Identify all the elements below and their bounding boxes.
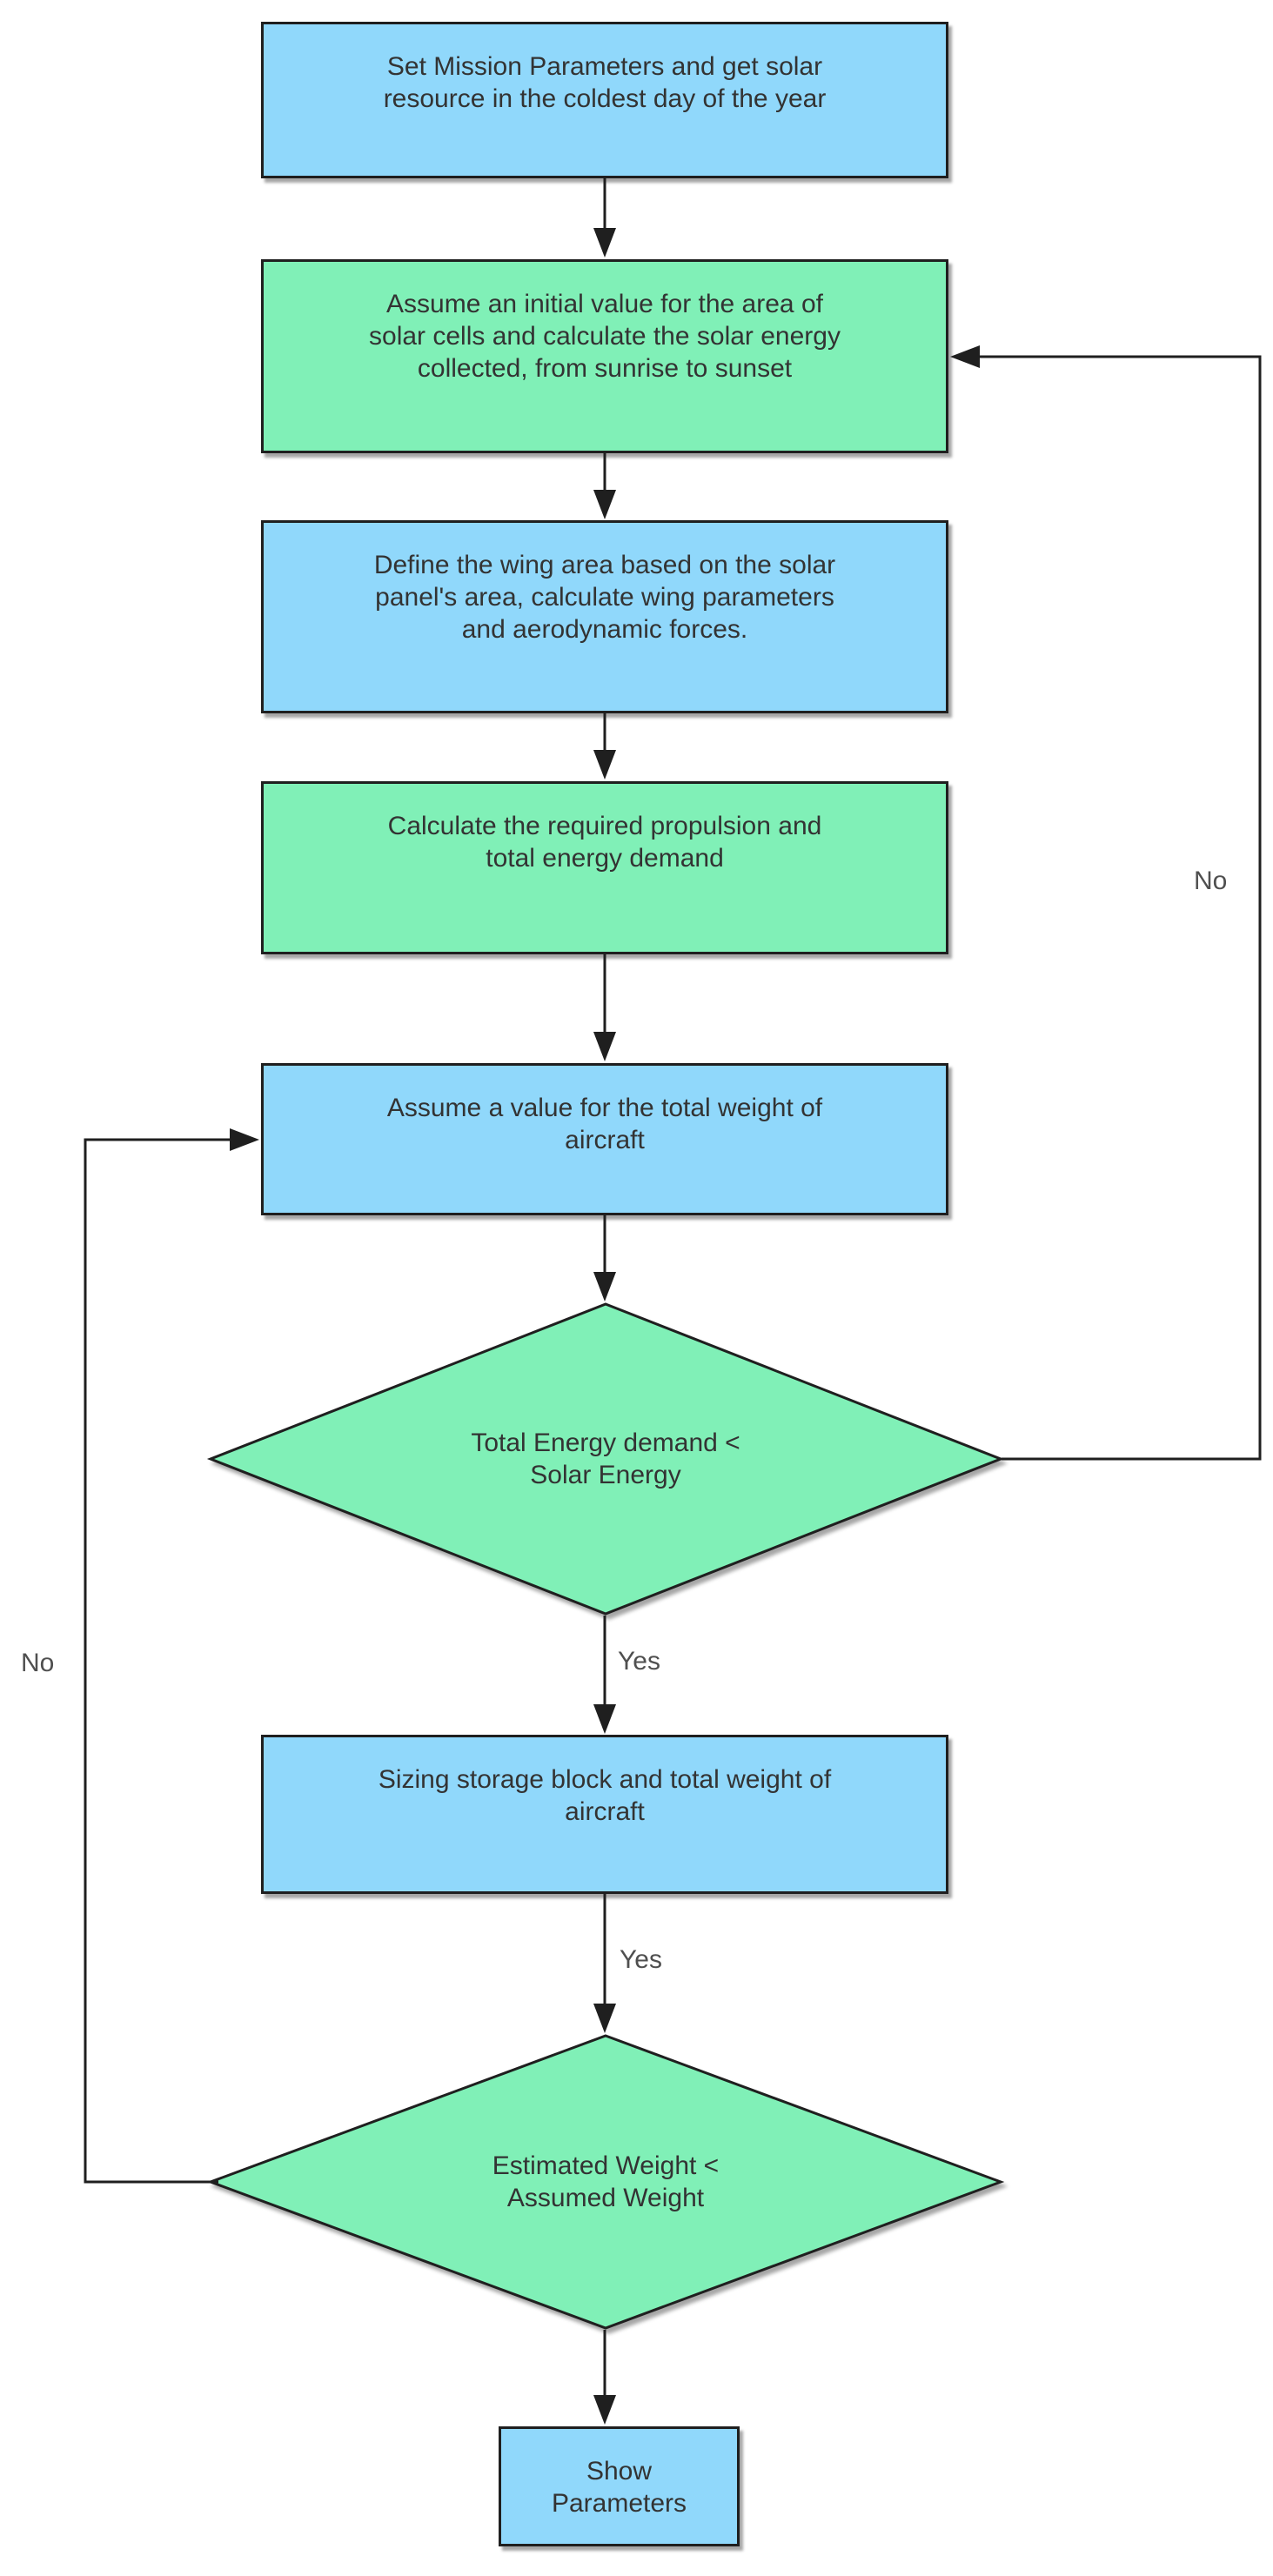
decision-energy-check-label: Total Energy demand < Solar Energy: [471, 1429, 740, 1489]
connector-weight-to-energy-check: [593, 1215, 616, 1301]
process-define-wing: Define the wing area based on the solar …: [261, 520, 948, 713]
connector-solar-to-wing: [593, 453, 616, 519]
connector-mission-to-solar: [593, 178, 616, 258]
arrowhead-down: [593, 1704, 616, 1734]
connector-energy-no-loop: [950, 345, 1262, 1461]
decision-weight-check-shape: [206, 2034, 1005, 2330]
connector-propulsion-to-weight: [593, 954, 616, 1061]
arrowhead-down: [593, 750, 616, 779]
connector-weight-check-to-show: [593, 2330, 616, 2425]
diamond-shape: [206, 2034, 1005, 2330]
process-sizing-storage: Sizing storage block and total weight of…: [261, 1735, 948, 1894]
arrowhead-left: [950, 345, 980, 368]
decision-energy-check: Total Energy demand < Solar Energy: [206, 1302, 1005, 1616]
process-assume-solar-area-label: Assume an initial value for the area of …: [369, 290, 841, 383]
arrowhead-down: [593, 228, 616, 258]
edge-label-energy-yes: Yes: [618, 1647, 660, 1676]
edge-label-storage-yes: Yes: [620, 1945, 662, 1974]
process-define-wing-label: Define the wing area based on the solar …: [373, 551, 836, 644]
decision-weight-check: Estimated Weight < Assumed Weight: [206, 2034, 1005, 2330]
decision-energy-check-shape: [206, 1302, 1005, 1616]
edge-label-energy-no: No: [1194, 866, 1228, 895]
arrowhead-down: [593, 490, 616, 519]
arrowhead-down: [593, 2395, 616, 2425]
connector-sizing-to-weight-check: [593, 1894, 616, 2033]
diamond-shape: [206, 1302, 1005, 1616]
arrowhead-down: [593, 2004, 616, 2033]
process-assume-weight-label: Assume a value for the total weight of a…: [386, 1094, 823, 1154]
process-show-parameters: Show Parameters: [499, 2426, 740, 2546]
connector-energy-yes-to-sizing: [593, 1616, 616, 1734]
process-calc-propulsion-label: Calculate the required propulsion and to…: [387, 812, 822, 873]
process-set-mission-label: Set Mission Parameters and get solar res…: [383, 52, 827, 113]
connector-weight-no-loop: [84, 1128, 259, 2184]
process-assume-solar-area: Assume an initial value for the area of …: [261, 259, 948, 453]
process-show-parameters-label: Show Parameters: [551, 2457, 687, 2518]
arrowhead-down: [593, 1032, 616, 1061]
process-calc-propulsion: Calculate the required propulsion and to…: [261, 781, 948, 954]
process-set-mission: Set Mission Parameters and get solar res…: [261, 22, 948, 178]
arrowhead-down: [593, 1272, 616, 1301]
arrowhead-right: [230, 1128, 259, 1151]
decision-weight-check-label: Estimated Weight < Assumed Weight: [492, 2151, 720, 2212]
edge-label-weight-no: No: [21, 1649, 55, 1677]
connector-wing-to-propulsion: [593, 713, 616, 779]
process-assume-weight: Assume a value for the total weight of a…: [261, 1063, 948, 1215]
process-sizing-storage-label: Sizing storage block and total weight of…: [378, 1765, 832, 1826]
